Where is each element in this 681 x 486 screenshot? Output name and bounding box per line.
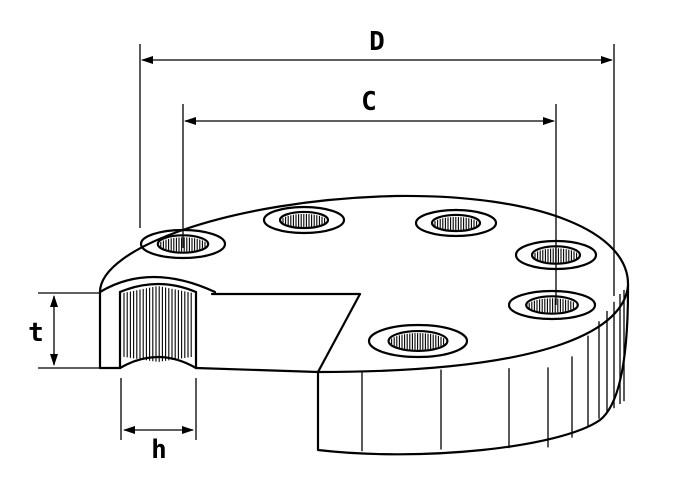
- label-t: t: [28, 318, 44, 348]
- bolt-hole-inner: [525, 295, 579, 315]
- label-D: D: [369, 27, 385, 57]
- bolt-hole-inner: [387, 329, 449, 353]
- dimension-t: t: [28, 292, 100, 369]
- flange-top-face: [98, 194, 630, 374]
- bolt-hole-outer: [367, 323, 469, 359]
- bolt-hole-outer: [262, 205, 346, 235]
- bolt-hole: [414, 208, 498, 238]
- dimension-D: D: [139, 27, 615, 296]
- section-inner-edge: [98, 275, 217, 294]
- bolt-hole: [367, 323, 469, 359]
- label-C: C: [361, 87, 377, 117]
- dimension-h: h: [120, 378, 197, 465]
- bolt-holes: [139, 205, 598, 359]
- flange-side-wall: [316, 284, 630, 456]
- side-wall-shading: [361, 290, 625, 452]
- label-h: h: [151, 435, 167, 465]
- bolt-hole-inner: [278, 210, 330, 230]
- dimension-C: C: [182, 87, 557, 305]
- bolt-hole: [262, 205, 346, 235]
- bolt-hole: [507, 289, 597, 321]
- bolt-hole-outer: [507, 289, 597, 321]
- section-front: [98, 290, 320, 374]
- bore-hole: [118, 282, 198, 370]
- bolt-hole-outer: [414, 208, 498, 238]
- bolt-hole-inner: [430, 213, 482, 233]
